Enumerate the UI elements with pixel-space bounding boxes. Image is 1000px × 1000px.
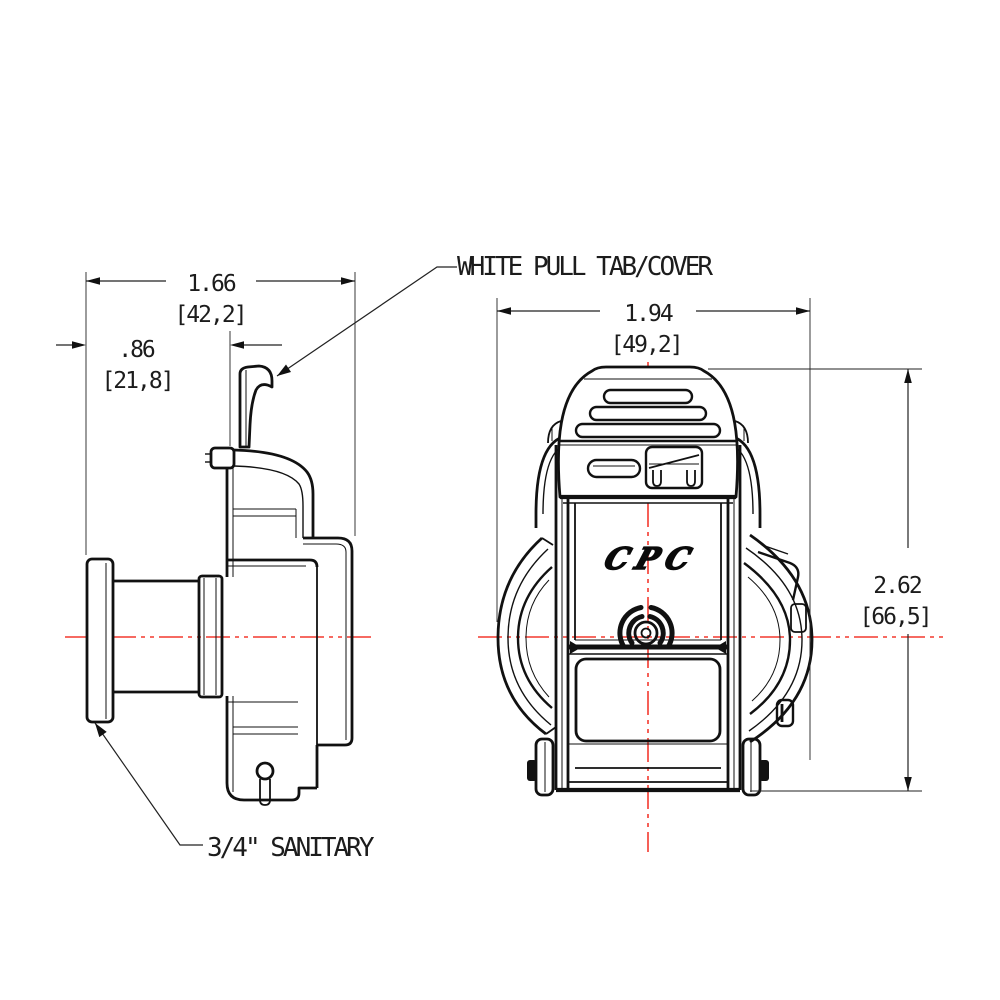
- bottom-hole: [255, 761, 275, 781]
- collar-top: [227, 558, 319, 568]
- bottom-nub-left: [527, 760, 537, 781]
- callout-pull-tab: WHITE PULL TAB/COVER: [276, 252, 716, 377]
- emblem-arc-outer-left: [617, 605, 644, 650]
- side-view: [65, 364, 372, 806]
- left-wing-arc-4: [525, 579, 550, 698]
- dim-text-mm: [66,5]: [859, 604, 930, 630]
- lower-panel: [574, 657, 722, 743]
- cap-outline: [556, 365, 740, 499]
- dim-text-inches: 2.62: [873, 573, 921, 599]
- dim-arrow-left: [72, 341, 86, 349]
- right-wing-latch-inner: [761, 544, 789, 555]
- emblem-outer-circle: [633, 620, 659, 646]
- pull-tab-label: WHITE PULL TAB/COVER: [457, 252, 713, 282]
- left-wing-arc-2: [507, 548, 552, 726]
- mid-band-right-point: [715, 641, 726, 654]
- upper-block-inner: [303, 543, 347, 553]
- bottom-slot: [259, 779, 271, 806]
- dimension-overall-height-front: 2.62 [66,5]: [708, 368, 933, 792]
- dim-text-mm: [42,2]: [174, 302, 245, 328]
- face-latch-diagonal: [648, 454, 700, 469]
- left-wing-hook-top: [541, 537, 554, 546]
- front-view: CPC: [478, 362, 948, 852]
- emblem-inner-circle: [640, 627, 652, 639]
- dim-text-mm: [49,2]: [610, 332, 681, 358]
- dim-arrow-left: [86, 277, 100, 285]
- dimension-overall-width-front: 1.94 [49,2]: [496, 298, 811, 760]
- bottom-nub-right: [759, 760, 769, 781]
- leader-line: [276, 266, 457, 377]
- face-slot: [586, 458, 642, 479]
- cpc-logo-text: CPC: [600, 542, 703, 577]
- left-wing-hook-bottom: [545, 726, 557, 735]
- body-front-lower: [225, 696, 245, 802]
- dim-arrow-right: [796, 307, 810, 315]
- dimension-tab-offset-side: .86 [21,8]: [56, 331, 282, 446]
- leader-arrowhead: [277, 364, 291, 376]
- right-wing-latch-lever: [757, 550, 800, 601]
- dim-arrow-right: [341, 277, 355, 285]
- left-wing: [496, 536, 557, 736]
- dim-text-inches: .86: [118, 337, 155, 363]
- emblem-arc-outer-right: [648, 605, 675, 650]
- dim-arrow-down: [904, 777, 912, 791]
- right-arm-top-arc: [734, 420, 749, 444]
- wing-edge-outer: [317, 551, 354, 747]
- upper-block-top: [303, 536, 354, 552]
- callout-sanitary: 3/4" SANITARY: [94, 722, 378, 863]
- face-latch-leg-left: [652, 470, 662, 487]
- cap-ridge-3: [574, 422, 722, 439]
- right-wing: [743, 533, 814, 744]
- thumb-latch-emblem: [617, 605, 675, 650]
- sanitary-flange: [85, 557, 115, 724]
- dim-arrow-right: [230, 341, 244, 349]
- right-wing-arc-4: [747, 576, 781, 702]
- sanitary-label: 3/4" SANITARY: [207, 833, 375, 863]
- left-wing-arc-3: [516, 566, 553, 709]
- dimension-overall-width-side: 1.66 [42,2]: [85, 271, 356, 555]
- latch-arm-inner: [233, 465, 304, 538]
- dim-arrow-left: [497, 307, 511, 315]
- dim-text-mm: [21,8]: [101, 368, 172, 394]
- hinge-box: [209, 446, 236, 470]
- dim-text-inches: 1.94: [624, 301, 673, 327]
- right-wing-lower-nub: [775, 698, 795, 728]
- right-wing-arc-3: [743, 562, 792, 715]
- pull-tab-profile: [238, 364, 274, 449]
- barb-ring: [197, 574, 224, 699]
- dim-arrow-up: [904, 369, 912, 383]
- dim-text-inches: 1.66: [187, 271, 236, 297]
- left-arm-top-arc: [547, 420, 562, 444]
- left-wing-outer-arc: [496, 536, 547, 736]
- face-latch-leg-right: [686, 470, 696, 487]
- cap-ridge-2: [588, 405, 708, 422]
- mid-band-left-point: [570, 641, 581, 654]
- cap-ridge-1: [602, 388, 694, 405]
- face-latch-outline: [644, 445, 704, 490]
- leader-arrowhead: [95, 723, 107, 738]
- latch-arm-outer: [233, 448, 315, 538]
- leader-line: [94, 722, 203, 846]
- body-bottom-step: [291, 786, 317, 802]
- annotations: 1.66 [42,2] .86 [21,8] 1.94 [49,2]: [56, 252, 933, 863]
- right-wing-latch-block: [790, 603, 807, 633]
